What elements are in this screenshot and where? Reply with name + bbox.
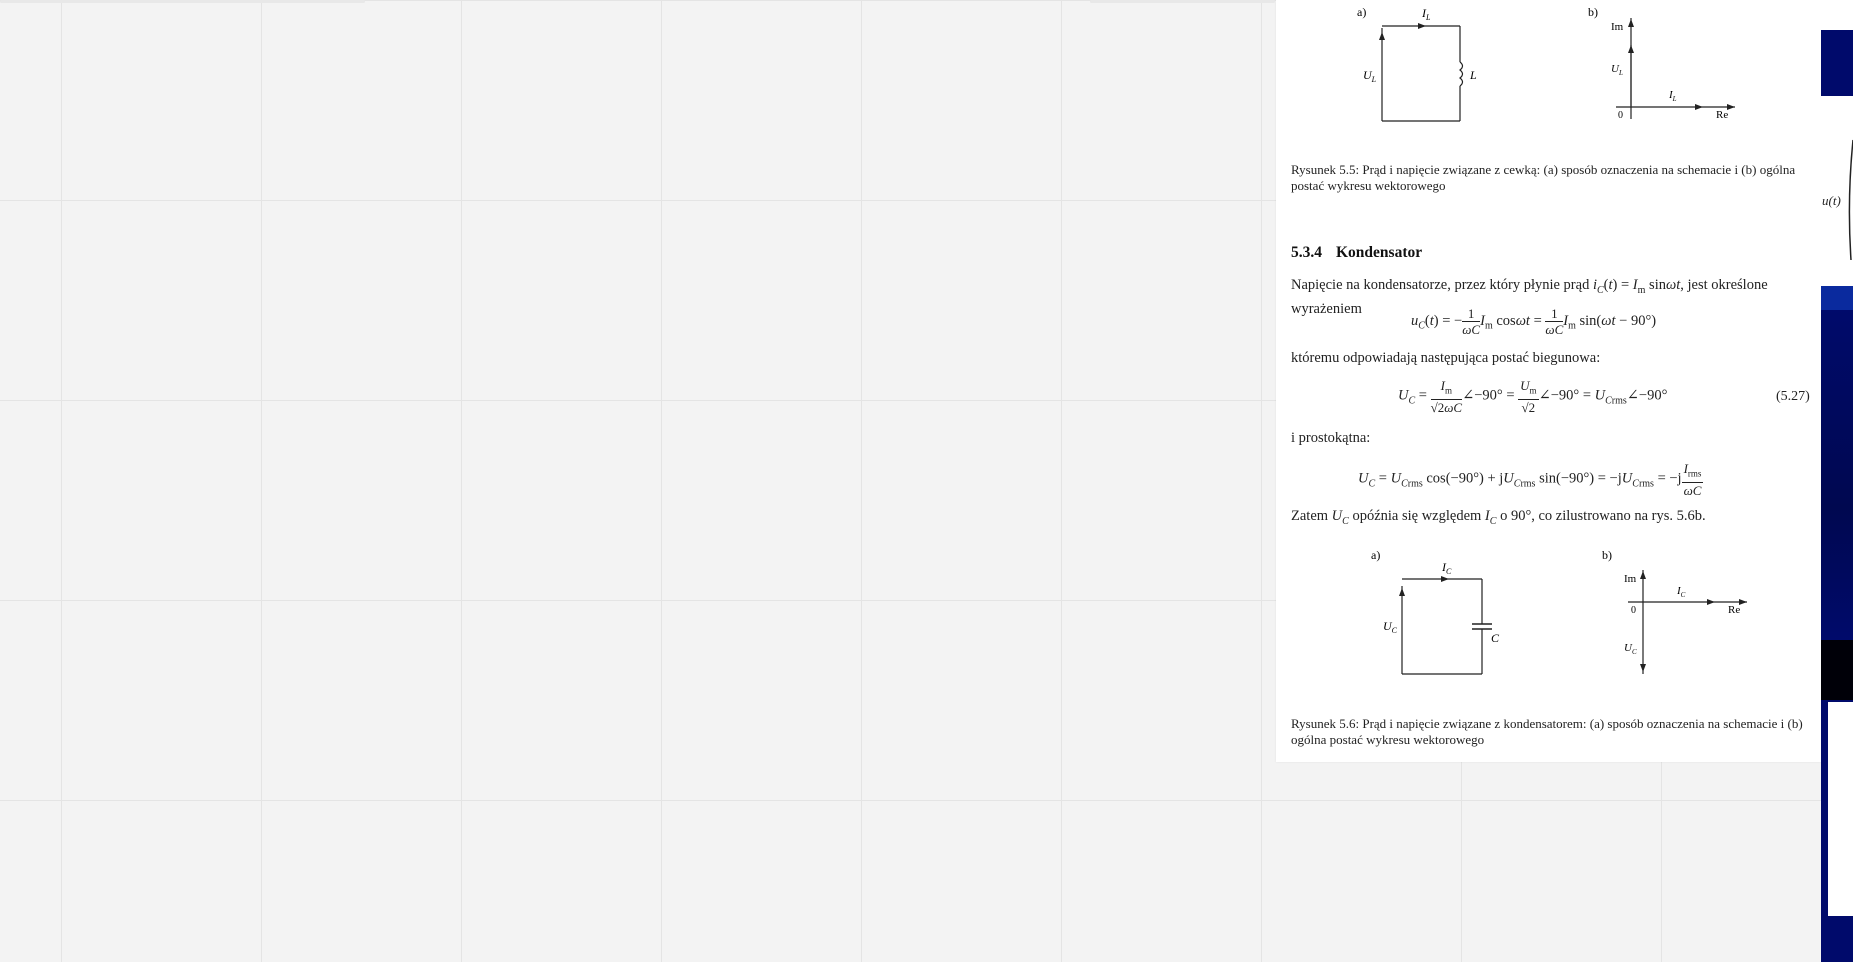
rp-block-8	[1821, 916, 1853, 962]
rp-label: u(t)	[1822, 193, 1841, 208]
figure-5-6-caption: Rysunek 5.6: Prąd i napięcie związane z …	[1291, 716, 1803, 747]
top-strip-left	[0, 0, 365, 3]
rp-block-2	[1821, 96, 1853, 286]
fig56-a-label: a)	[1371, 548, 1380, 562]
figure-5-5: a) IL UL L b) Im UL IL 0 Re	[1357, 5, 1735, 122]
equation-polar: UC = Im√2ωC∠−90° = Um√2∠−90° = UCrms∠−90…	[1398, 378, 1668, 415]
equation-number: (5.27)	[1776, 389, 1810, 404]
fig55-origin-label: 0	[1618, 110, 1623, 121]
canvas-area[interactable]	[0, 0, 1275, 962]
top-strip-right	[1090, 0, 1275, 3]
svg-text:IC: IC	[1441, 560, 1452, 576]
paragraph-polar: któremu odpowiadają następująca postać b…	[1291, 350, 1601, 366]
svg-text:IL: IL	[1421, 6, 1431, 22]
fig55-a-label: a)	[1357, 5, 1366, 19]
capacitor-label: C	[1491, 631, 1500, 645]
fig56-re-axis-label: Re	[1728, 604, 1740, 616]
paragraph-rect: i prostokątna:	[1291, 430, 1371, 446]
rp-axis-fragment	[1848, 139, 1853, 261]
fig55-re-axis-label: Re	[1716, 109, 1728, 121]
rp-block-5	[1821, 640, 1853, 700]
equation-rectangular: UC = UCrms cos(−90°) + jUCrms sin(−90°) …	[1358, 461, 1704, 498]
svg-text:IC: IC	[1676, 585, 1686, 599]
section-heading: 5.3.4 Kondensator	[1291, 244, 1422, 262]
rp-block-1	[1821, 30, 1853, 96]
figure-5-5-caption: Rysunek 5.5: Prąd i napięcie związane z …	[1291, 162, 1796, 193]
rp-block-7	[1828, 702, 1853, 916]
svg-text:UL: UL	[1363, 68, 1377, 84]
inductor-label: L	[1469, 68, 1477, 82]
rp-block-3	[1821, 286, 1853, 310]
paragraph-conclusion: Zatem UC opóźnia się względem IC o 90°, …	[1291, 508, 1706, 527]
svg-text:IL: IL	[1668, 89, 1677, 103]
fig55-im-axis-label: Im	[1611, 21, 1624, 33]
svg-text:UC: UC	[1624, 642, 1637, 656]
fig56-im-axis-label: Im	[1624, 573, 1637, 585]
right-preview-panel[interactable]: u(t)	[1821, 0, 1853, 962]
svg-text:UL: UL	[1611, 63, 1623, 77]
fig56-origin-label: 0	[1631, 605, 1636, 616]
section-title: Kondensator	[1336, 244, 1423, 261]
fig56-b-label: b)	[1602, 548, 1612, 562]
section-number: 5.3.4	[1291, 244, 1322, 261]
paragraph-intro: Napięcie na kondensatorze, przez który p…	[1291, 277, 1768, 317]
figure-5-6: a) IC UC C b) Im IC 0 Re UC	[1371, 548, 1747, 675]
fig55-b-label: b)	[1588, 5, 1598, 19]
svg-text:UC: UC	[1383, 619, 1398, 635]
rp-block-4	[1821, 310, 1853, 640]
pdf-page-region[interactable]: a) IL UL L b) Im UL IL 0 Re Rysunek 5.5:…	[1276, 0, 1821, 762]
